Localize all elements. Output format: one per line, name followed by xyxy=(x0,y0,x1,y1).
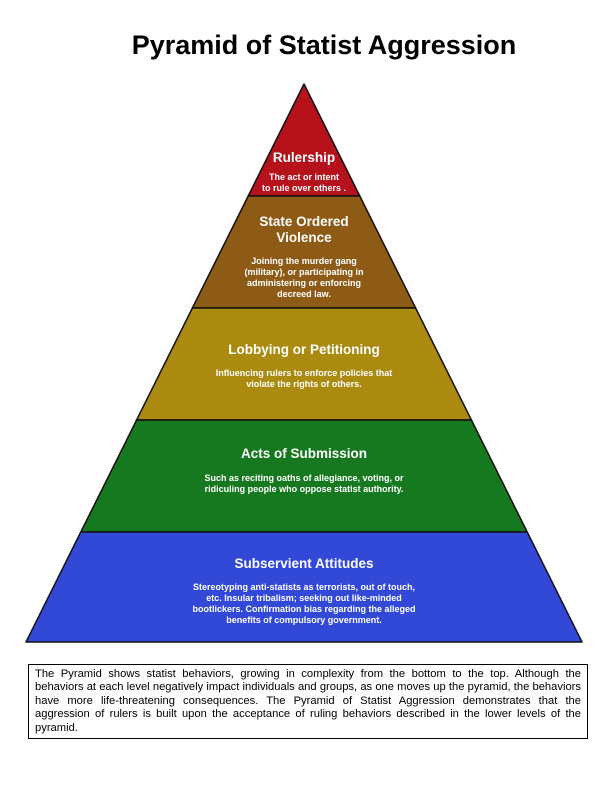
level-rulership-title: Rulership xyxy=(272,150,336,165)
level-state-ordered-violence-title: State Ordered Violence xyxy=(259,214,349,245)
level-subservient-attitudes-title: Subservient Attitudes xyxy=(234,556,374,571)
level-lobbying-title: Lobbying or Petitioning xyxy=(228,342,380,357)
level-subservient-attitudes-description: Stereotyping anti-statists as terrorists… xyxy=(192,582,416,625)
level-lobbying-description: Influencing rulers to enforce policies t… xyxy=(215,368,393,389)
level-state-ordered-violence-text: State Ordered Violence Joining the murde… xyxy=(204,214,404,300)
level-acts-of-submission-description: Such as reciting oaths of allegiance, vo… xyxy=(204,473,404,494)
level-state-ordered-violence-description: Joining the murder gang (military), or p… xyxy=(244,256,364,299)
pyramid-level-subservient-attitudes xyxy=(25,531,583,643)
level-rulership-text: Rulership The act or intent to rule over… xyxy=(229,150,379,194)
caption-box: The Pyramid shows statist behaviors, gro… xyxy=(28,664,588,740)
level-subservient-attitudes-text: Subservient Attitudes Stereotyping anti-… xyxy=(104,556,504,626)
diagram-title: Pyramid of Statist Aggression xyxy=(131,30,517,60)
level-rulership-description: The act or intent to rule over others . xyxy=(261,172,347,193)
level-acts-of-submission-text: Acts of Submission Such as reciting oath… xyxy=(129,446,479,495)
level-lobbying-text: Lobbying or Petitioning Influencing rule… xyxy=(154,342,454,390)
level-acts-of-submission-title: Acts of Submission xyxy=(240,446,367,461)
